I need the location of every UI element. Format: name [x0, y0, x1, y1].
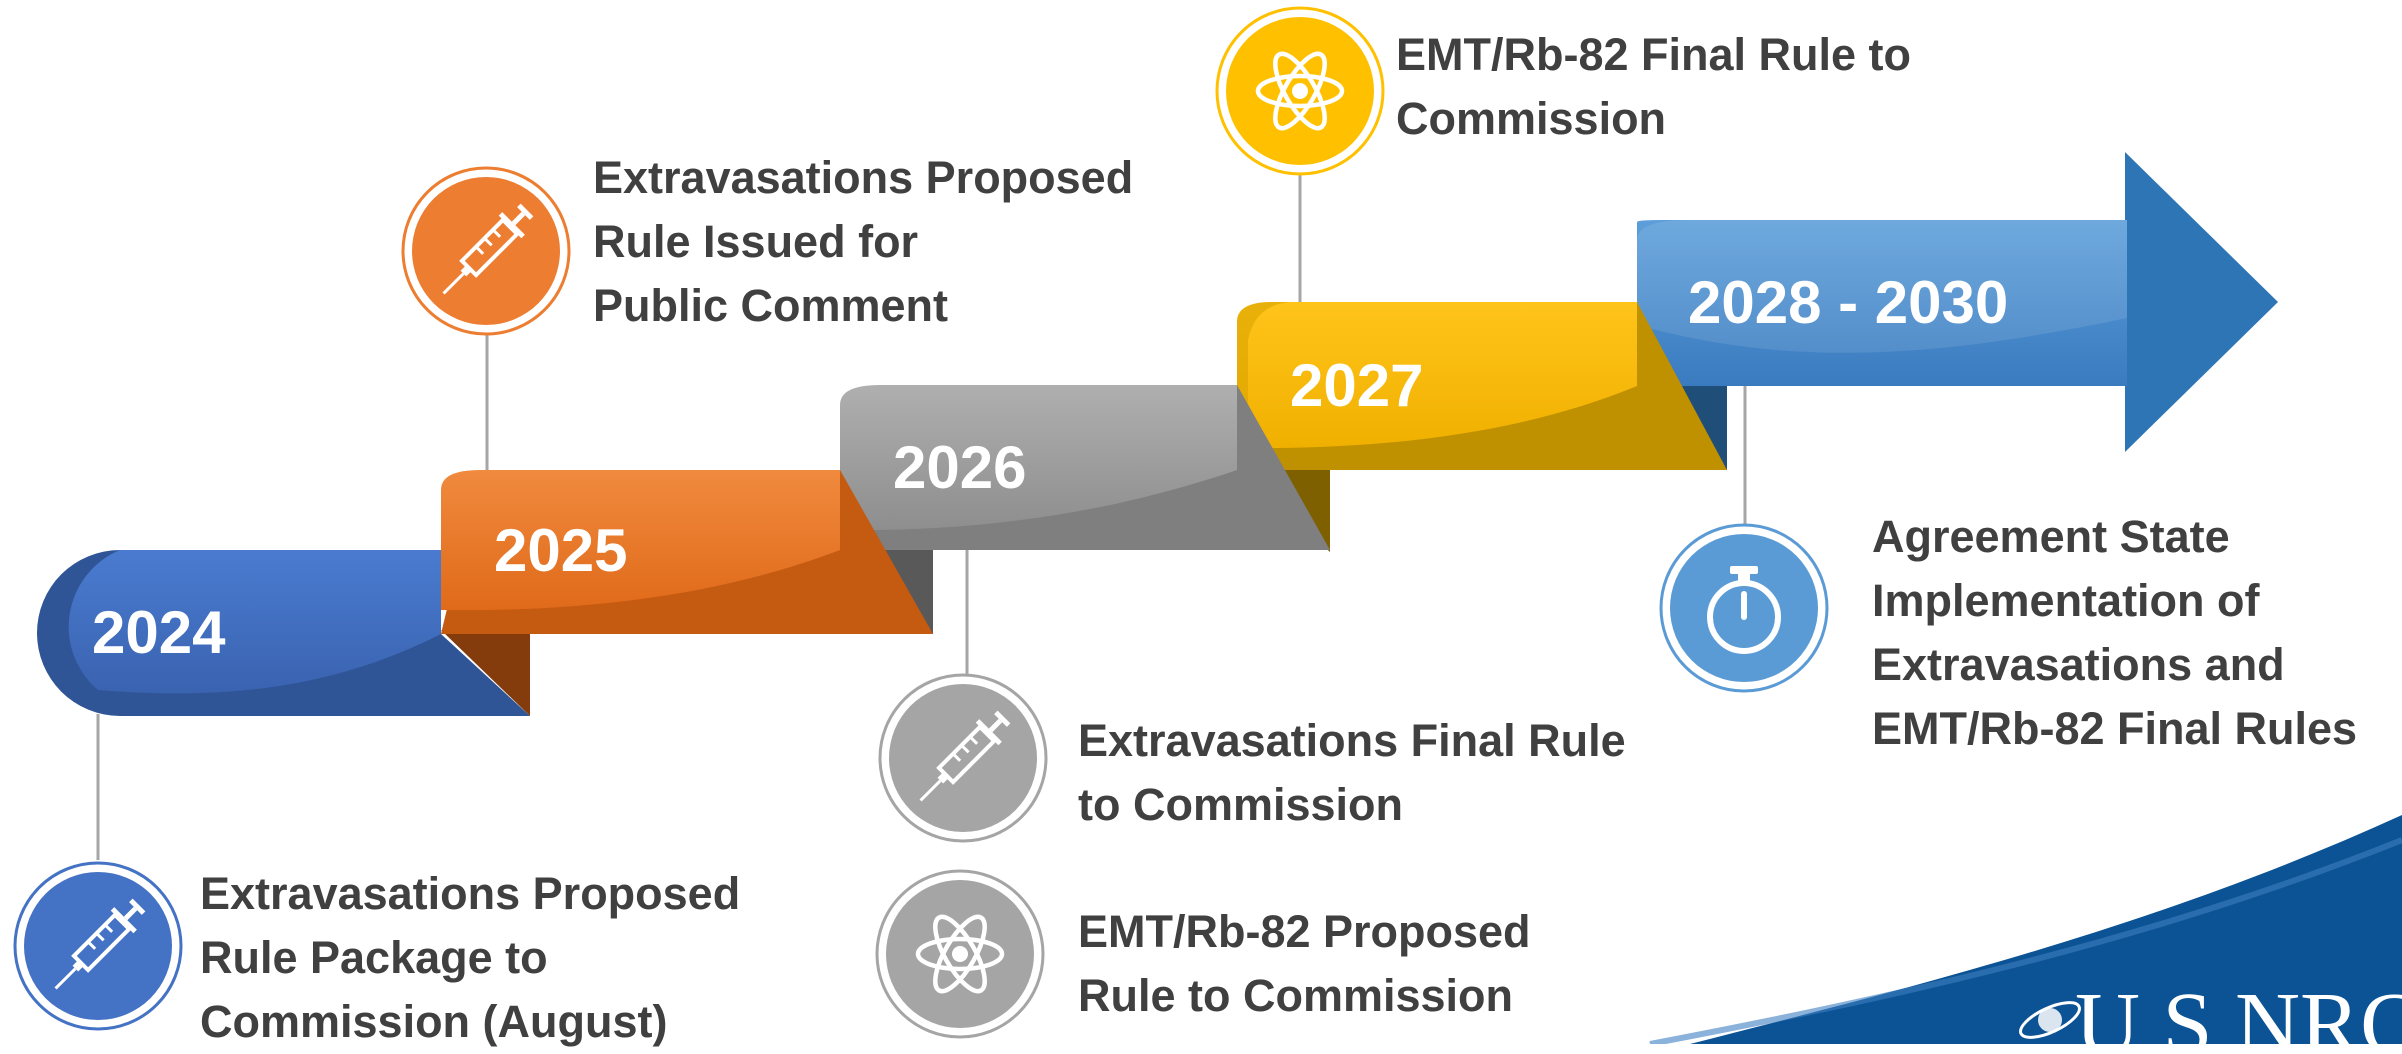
connector-lines [96, 168, 1747, 860]
syringe-icon [877, 672, 1049, 844]
year-label-2026: 2026 [893, 434, 1027, 501]
logo-swoosh-highlight [1649, 837, 2402, 1044]
milestone-text-extravasations-proposed-package: Extravasations Proposed Rule Package to … [200, 868, 741, 1047]
ribbon-2026 [840, 385, 1330, 634]
year-label-2024: 2024 [92, 599, 226, 666]
syringe-icon [400, 165, 572, 337]
logo: U.S.NRC [2015, 980, 2402, 1044]
ribbon-2024 [37, 550, 530, 716]
milestone-text-extravasations-proposed-issued: Extravasations Proposed Rule Issued for … [593, 152, 1134, 331]
year-label-2027: 2027 [1290, 352, 1424, 419]
stopwatch-icon [1658, 522, 1830, 694]
milestone-text-agreement-state: Agreement State Implementation of Extrav… [1872, 511, 2358, 754]
milestone-text-emt-final: EMT/Rb-82 Final Rule to Commission [1396, 29, 1912, 144]
logo-text: U.S.NRC [2075, 980, 2402, 1044]
year-label-2028-2030: 2028 - 2030 [1688, 269, 2009, 336]
atom-logo-icon [2019, 1001, 2081, 1039]
arrow-2028-2030 [1637, 152, 2278, 470]
atom-icon [874, 868, 1046, 1040]
year-label-2025: 2025 [494, 517, 628, 584]
atom-icon [1214, 5, 1386, 177]
logo-swoosh [1690, 815, 2402, 1044]
milestone-text-emt-proposed: EMT/Rb-82 Proposed Rule to Commission [1078, 906, 1531, 1021]
ribbon-2025 [441, 470, 933, 716]
milestone-text-extravasations-final: Extravasations Final Rule to Commission [1078, 715, 1626, 830]
syringe-icon [12, 860, 184, 1032]
ribbon-2027 [1237, 302, 1727, 552]
